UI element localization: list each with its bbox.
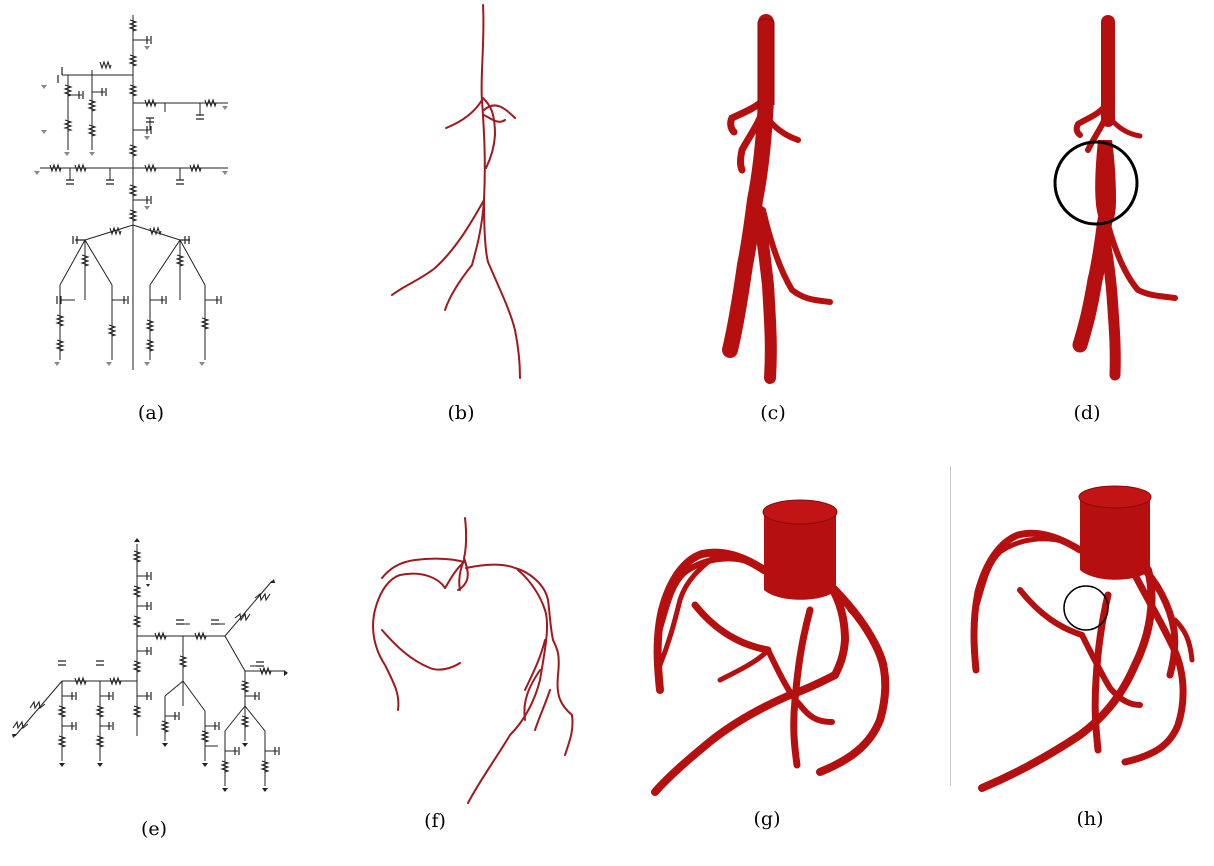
vessel-model-aortic-aneurysm bbox=[1010, 0, 1214, 390]
caption-b: (b) bbox=[421, 402, 501, 424]
caption-h: (h) bbox=[1050, 808, 1130, 830]
vessel-model-coronary bbox=[640, 490, 920, 820]
centerline-coronary bbox=[360, 500, 600, 820]
panel-f: (f) bbox=[360, 500, 600, 820]
panel-a: (a) bbox=[0, 0, 260, 390]
panel-g: (g) bbox=[640, 490, 920, 820]
caption-c: (c) bbox=[733, 402, 813, 424]
panel-c: (c) bbox=[660, 0, 900, 390]
circuit-diagram-aortic bbox=[0, 0, 260, 390]
panel-separator-line bbox=[950, 466, 951, 786]
caption-f: (f) bbox=[395, 810, 475, 832]
caption-a: (a) bbox=[111, 402, 191, 424]
panel-h: (h) bbox=[960, 480, 1214, 820]
aneurysm-sac bbox=[1095, 140, 1116, 228]
lesion-marker-circle bbox=[1064, 586, 1108, 630]
centerline-aortic bbox=[300, 0, 620, 390]
panel-e: (e) bbox=[0, 536, 300, 776]
panel-d: (d) bbox=[1010, 0, 1214, 390]
circuit-diagram-coronary bbox=[0, 536, 300, 776]
caption-d: (d) bbox=[1047, 402, 1127, 424]
caption-g: (g) bbox=[727, 808, 807, 830]
panel-b: (b) bbox=[300, 0, 620, 390]
vessel-model-coronary-lesion bbox=[960, 480, 1214, 820]
vessel-model-aortic bbox=[660, 0, 900, 390]
caption-e: (e) bbox=[114, 818, 194, 840]
